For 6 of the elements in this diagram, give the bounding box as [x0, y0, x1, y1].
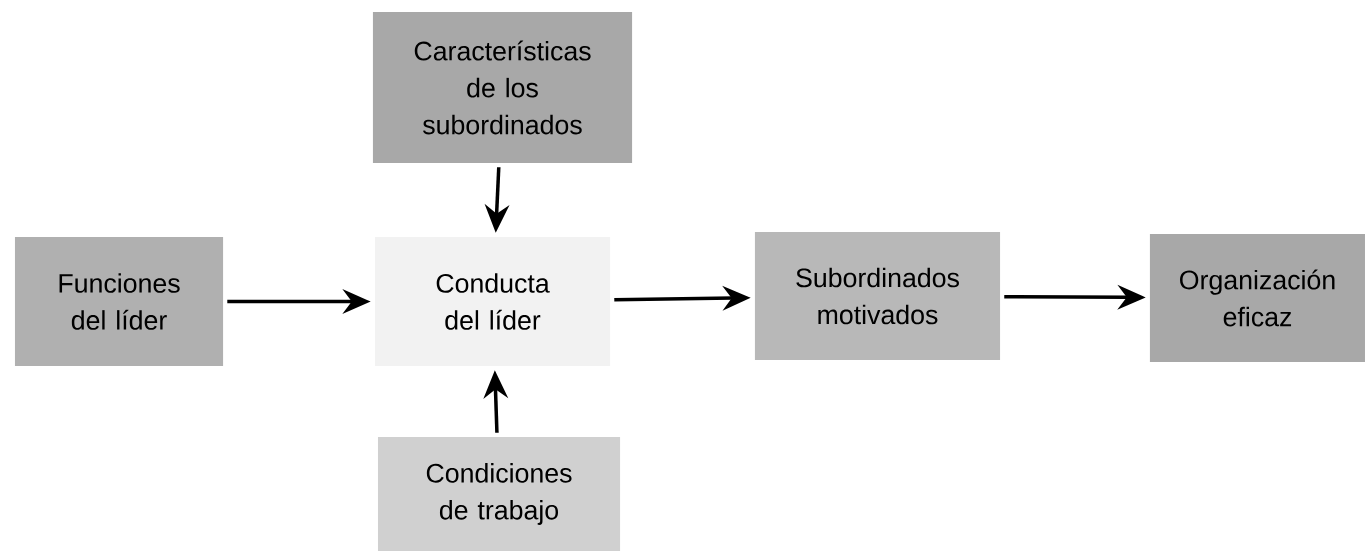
- process-box: Condiciones de trabajo: [377, 436, 621, 551]
- process-box: Conducta del líder: [374, 236, 611, 367]
- process-box: Organización eficaz: [1149, 233, 1365, 363]
- process-box: Características de los subordinados: [372, 11, 633, 164]
- process-box: Subordinados motivados: [754, 231, 1001, 361]
- process-box: Funciones del líder: [14, 236, 224, 367]
